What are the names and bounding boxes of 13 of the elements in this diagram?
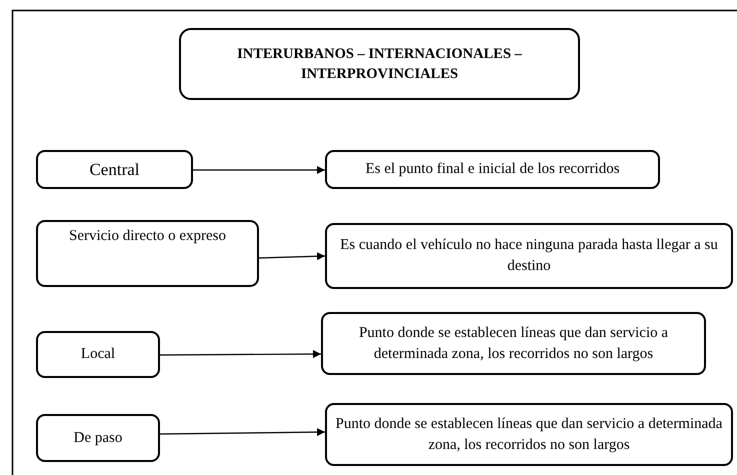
term-box: Central [36, 150, 193, 189]
arrow [193, 166, 325, 174]
term-box: Servicio directo o expreso [36, 220, 259, 287]
definition-box: Punto donde se establecen líneas que dan servicio a determinada zona, los recorridos no son largos [321, 312, 706, 375]
definition-box: Es el punto final e inicial de los recorridos [325, 150, 660, 189]
definition-box: Punto donde se establecen líneas que dan servicio a determinada zona, los recorridos no son largos [325, 403, 733, 466]
arrow [160, 350, 321, 358]
term-box: De paso [36, 414, 160, 462]
title-box: INTERURBANOS – INTERNACIONALES – INTERPROVINCIALES [179, 28, 580, 100]
arrow [160, 428, 325, 436]
definition-box: Es cuando el vehículo no hace ninguna parada hasta llegar a su destino [325, 223, 733, 289]
arrow [258, 252, 326, 260]
term-box: Local [36, 331, 160, 378]
